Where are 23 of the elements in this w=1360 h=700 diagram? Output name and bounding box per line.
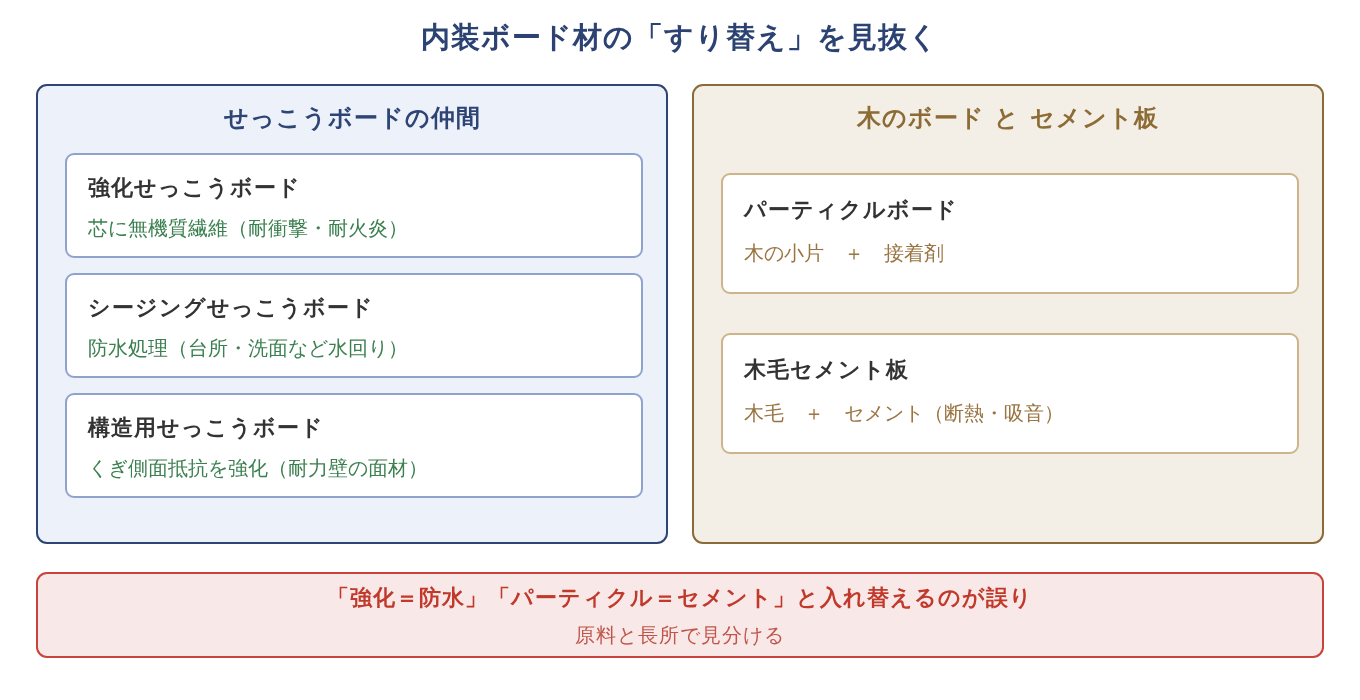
note-text: 原料と長所で見分ける bbox=[575, 623, 785, 647]
group-panel bbox=[692, 84, 1324, 544]
material-card bbox=[65, 153, 643, 258]
card-description: 木毛 ＋ セメント（断熱・吸音） bbox=[744, 400, 1064, 427]
card-description: くぎ側面抵抗を強化（耐力壁の面材） bbox=[88, 455, 428, 482]
diagram-title: 内装ボード材の「すり替え」を見抜く bbox=[421, 20, 939, 54]
group-panel bbox=[36, 84, 668, 544]
panel-heading: せっこうボードの仲間 bbox=[223, 104, 481, 132]
panel-heading: 木のボード と セメント板 bbox=[857, 104, 1159, 132]
card-description: 防水処理（台所・洗面など水回り） bbox=[88, 335, 408, 362]
warning-box bbox=[36, 572, 1324, 658]
card-heading: パーティクルボード bbox=[744, 196, 958, 224]
warning-text: 「強化＝防水」「パーティクル＝セメント」と入れ替えるのが誤り bbox=[327, 585, 1033, 610]
card-heading: 木毛セメント板 bbox=[744, 356, 909, 384]
card-heading: 強化せっこうボード bbox=[88, 174, 301, 202]
card-heading: シージングせっこうボード bbox=[88, 294, 374, 322]
material-card bbox=[65, 273, 643, 378]
material-card bbox=[721, 173, 1299, 294]
material-card bbox=[721, 333, 1299, 454]
card-description: 芯に無機質繊維（耐衝撃・耐火炎） bbox=[88, 215, 408, 242]
material-card bbox=[65, 393, 643, 498]
card-heading: 構造用せっこうボード bbox=[88, 414, 324, 442]
card-description: 木の小片 ＋ 接着剤 bbox=[744, 240, 944, 267]
